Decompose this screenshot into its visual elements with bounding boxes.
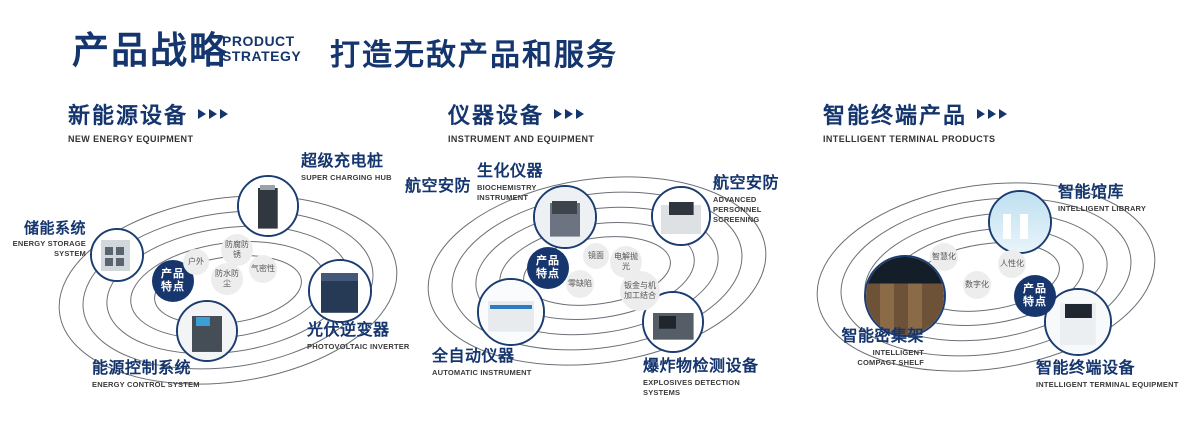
- section-subtitle: NEW ENERGY EQUIPMENT: [68, 134, 194, 144]
- section-head-instrument: 仪器设备 INSTRUMENT AND EQUIPMENT: [448, 98, 594, 144]
- tagline: 打造无敌产品和服务: [330, 39, 618, 72]
- feature-bubble-smart: 智慧化: [930, 243, 958, 271]
- section-head-intelligent-terminal: 智能终端产品 INTELLIGENT TERMINAL PRODUCTS: [823, 98, 1008, 144]
- feature-bubble-airtight: 气密性: [249, 255, 277, 283]
- page-title: 产品战略: [72, 30, 228, 71]
- product-features-badge: 产品特点: [1014, 275, 1056, 317]
- feature-bubble-waterproof: 防水防尘: [211, 263, 243, 295]
- feature-bubble-mirror: 镜面: [583, 243, 609, 269]
- label-super-charging-hub: 超级充电桩 SUPER CHARGING HUB: [301, 153, 392, 183]
- feature-bubble-sheet-metal: 钣金与机加工结合: [620, 271, 660, 311]
- label-photovoltaic-inverter: 光伏逆变器 PHOTOVOLTAIC INVERTER: [307, 322, 410, 352]
- label-intelligent-library: 智能馆库 INTELLIGENT LIBRARY: [1058, 184, 1147, 214]
- feature-bubble-zero-defect: 零缺陷: [566, 270, 594, 298]
- label-personnel-screening: 航空安防 ADVANCED PERSONNEL SCREENING: [713, 175, 780, 224]
- label-compact-shelf: 智能密集架 INTELLIGENT COMPACT SHELF: [841, 328, 924, 368]
- control-system-image: [178, 302, 236, 360]
- inverter-image: [310, 261, 370, 321]
- page-title-en-line2: STRATEGY: [222, 47, 302, 64]
- section-subtitle: INTELLIGENT TERMINAL PRODUCTS: [823, 134, 996, 144]
- feature-bubble-electropolish: 电解抛光: [610, 246, 642, 278]
- product-features-badge: 产品特点: [527, 247, 569, 289]
- node-automatic-instrument: [477, 278, 545, 346]
- page-title-en: PRODUCT STRATEGY: [222, 34, 301, 63]
- node-super-charging-hub: [237, 175, 299, 237]
- biochemistry-image: [535, 187, 595, 247]
- section-head-new-energy: 新能源设备 NEW ENERGY EQUIPMENT: [68, 98, 229, 144]
- node-photovoltaic-inverter: [308, 259, 372, 323]
- section-title: 新能源设备: [68, 103, 189, 128]
- compact-shelf-image: [866, 257, 944, 335]
- label-explosives-detection: 爆炸物检测设备 EXPLOSIVES DETECTION SYSTEMS: [643, 358, 759, 398]
- charging-hub-image: [239, 177, 297, 235]
- feature-bubble-digital: 数字化: [963, 271, 991, 299]
- feature-bubble-outdoor: 户外: [183, 249, 209, 275]
- section-title: 仪器设备: [448, 103, 545, 128]
- triple-arrow-icon: [198, 109, 229, 119]
- feature-bubble-anticorrosion: 防腐防锈: [221, 234, 253, 266]
- product-features-badge: 产品特点: [152, 260, 194, 302]
- triple-arrow-icon: [554, 109, 585, 119]
- page-title-en-line1: PRODUCT: [222, 33, 295, 49]
- node-biochemistry-instrument: [533, 185, 597, 249]
- triple-arrow-icon: [977, 109, 1008, 119]
- node-compact-shelf: [864, 255, 946, 337]
- automatic-instrument-image: [479, 280, 543, 344]
- label-automatic-instrument: 全自动仪器 AUTOMATIC INSTRUMENT: [432, 348, 532, 378]
- node-energy-storage: [90, 228, 144, 282]
- section-title: 智能终端产品: [823, 103, 968, 128]
- screening-image: [653, 188, 709, 244]
- feature-bubble-humanized: 人性化: [998, 250, 1026, 278]
- section-subtitle: INSTRUMENT AND EQUIPMENT: [448, 134, 595, 144]
- terminal-image: [1046, 290, 1110, 354]
- label-biochemistry-instrument: 生化仪器 BIOCHEMISTRY INSTRUMENT: [477, 163, 544, 203]
- node-personnel-screening: [651, 186, 711, 246]
- library-image: [990, 192, 1050, 252]
- energy-storage-image: [92, 230, 142, 280]
- node-intelligent-library: [988, 190, 1052, 254]
- label-energy-storage: 储能系统 ENERGY STORAGE SYSTEM: [12, 220, 86, 258]
- label-intelligent-terminal: 智能终端设备 INTELLIGENT TERMINAL EQUIPMENT: [1036, 360, 1179, 390]
- label-aviation-security-left: 航空安防: [405, 178, 472, 195]
- label-energy-control: 能源控制系统 ENERGY CONTROL SYSTEM: [92, 360, 200, 390]
- node-energy-control: [176, 300, 238, 362]
